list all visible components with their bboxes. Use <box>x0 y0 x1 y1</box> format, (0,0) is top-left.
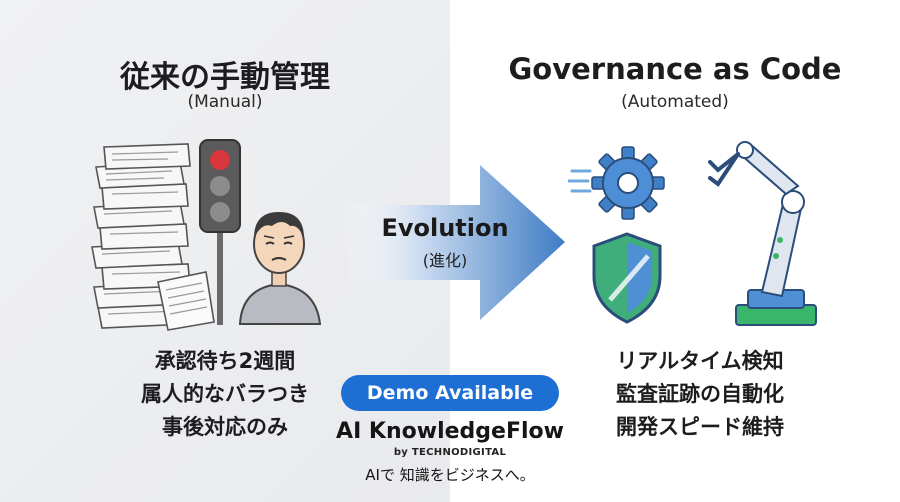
automated-point: リアルタイム検知 <box>616 349 784 373</box>
automated-point: 監査証跡の自動化 <box>616 382 784 406</box>
automated-point: 開発スピード維持 <box>616 415 784 439</box>
paper-stack-icon <box>91 143 215 331</box>
manual-title: 従来の手動管理 <box>120 60 330 95</box>
brand-tagline: AIで 知識をビジネスへ。 <box>365 466 535 484</box>
manual-subtitle: (Manual) <box>187 92 263 112</box>
manual-point: 事後対応のみ <box>162 415 288 439</box>
demo-available-badge[interactable]: Demo Available <box>341 375 559 411</box>
arrow-right-icon <box>345 165 565 320</box>
shield-icon <box>592 232 662 324</box>
brand-name: AI KnowledgeFlow <box>336 419 564 444</box>
manual-point: 承認待ち2週間 <box>154 349 296 373</box>
brand-by-line: by TECHNODIGITAL <box>393 447 507 458</box>
evolution-label: Evolution <box>381 214 509 242</box>
tired-person-icon <box>238 212 322 325</box>
evolution-sublabel: (進化) <box>422 251 468 270</box>
manual-point: 属人的なバラつき <box>141 382 309 406</box>
robot-arm-icon <box>708 141 817 326</box>
gear-icon <box>568 146 665 220</box>
manual-points-list: 承認待ち2週間 属人的なバラつき 事後対応のみ <box>110 345 340 444</box>
automated-title: Governance as Code <box>508 52 842 86</box>
automated-subtitle: (Automated) <box>621 92 729 112</box>
traffic-light-icon <box>199 139 241 325</box>
automated-points-list: リアルタイム検知 監査証跡の自動化 開発スピード維持 <box>575 345 825 444</box>
